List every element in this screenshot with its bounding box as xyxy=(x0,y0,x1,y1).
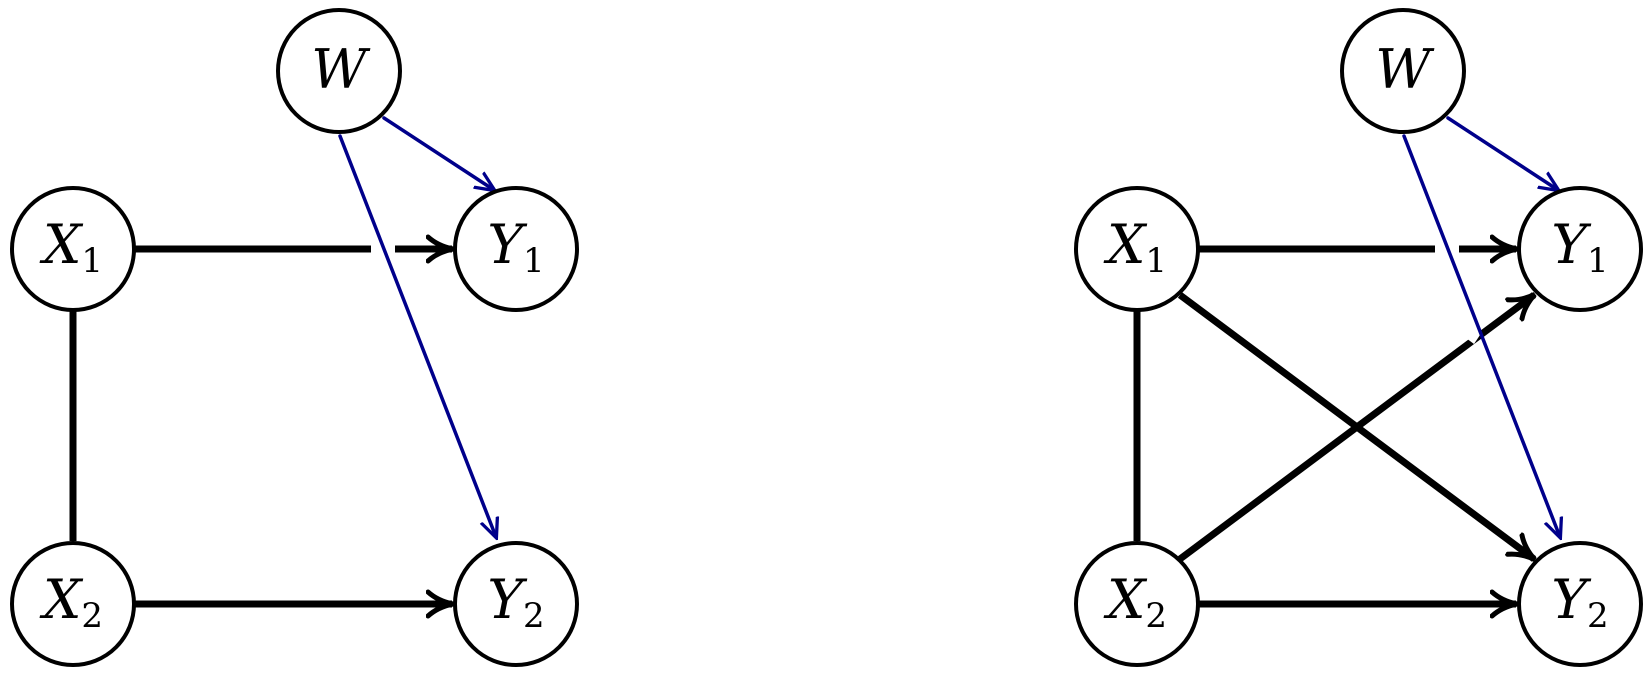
node-x2[interactable]: X2 xyxy=(1074,541,1200,667)
node-y1[interactable]: Y1 xyxy=(453,186,579,312)
node-x2-label: X2 xyxy=(1103,568,1167,636)
diagram-left: W X1 Y1 X2 xyxy=(10,8,579,667)
node-w[interactable]: W xyxy=(1340,8,1466,134)
node-y2-label: Y2 xyxy=(487,568,544,636)
node-y2[interactable]: Y2 xyxy=(453,541,579,667)
node-y1-label: Y1 xyxy=(1551,213,1608,281)
node-x2[interactable]: X2 xyxy=(10,541,136,667)
node-w-label: W xyxy=(1375,38,1435,101)
node-x1[interactable]: X1 xyxy=(10,186,136,312)
node-y1[interactable]: Y1 xyxy=(1517,186,1643,312)
node-w[interactable]: W xyxy=(276,8,402,134)
edge-w-y1 xyxy=(1446,116,1558,190)
node-x1[interactable]: X1 xyxy=(1074,186,1200,312)
crossing-gap-mask xyxy=(1454,317,1482,344)
node-w-label: W xyxy=(311,38,371,101)
edge-w-y2 xyxy=(1402,134,1560,537)
edge-w-y2 xyxy=(338,134,496,537)
node-x1-label: X1 xyxy=(1103,213,1167,281)
node-y1-label: Y1 xyxy=(487,213,544,281)
node-x1-label: X1 xyxy=(39,213,103,281)
diagram-right: W X1 Y1 X2 xyxy=(1074,8,1643,667)
node-y2[interactable]: Y2 xyxy=(1517,541,1643,667)
node-x2-label: X2 xyxy=(39,568,103,636)
node-y2-label: Y2 xyxy=(1551,568,1608,636)
edge-w-y1 xyxy=(382,116,494,190)
